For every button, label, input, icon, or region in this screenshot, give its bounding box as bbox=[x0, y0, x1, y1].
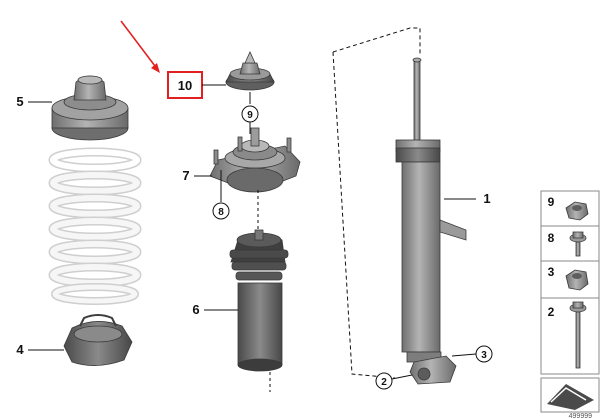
part-4-label: 4 bbox=[16, 342, 24, 357]
coil-spring[interactable] bbox=[48, 147, 142, 305]
part-3-callout[interactable]: 3 bbox=[451, 345, 493, 363]
long-bolt-icon bbox=[569, 301, 587, 369]
flange-bolt-icon bbox=[569, 231, 587, 257]
wrench-pictogram-icon bbox=[540, 377, 600, 413]
part-2-label: 2 bbox=[381, 377, 387, 388]
assembly-outline bbox=[332, 27, 421, 56]
legend-label-8: 8 bbox=[548, 231, 555, 245]
part-6-callout[interactable]: 6 bbox=[192, 302, 238, 317]
legend-label-2: 2 bbox=[548, 305, 555, 319]
part-9-callout[interactable]: 9 bbox=[241, 92, 259, 134]
legend-row-9[interactable]: 9 bbox=[548, 195, 589, 221]
part-1-callout[interactable]: 1 bbox=[444, 191, 491, 206]
hardware-legend: 9 8 3 2 bbox=[540, 190, 600, 413]
part-7-strut-mount[interactable] bbox=[209, 127, 301, 193]
assembly-outline-lower bbox=[332, 51, 396, 379]
part-4-lower-spring-seat[interactable] bbox=[63, 314, 133, 366]
legend-row-8[interactable]: 8 bbox=[548, 231, 587, 257]
legend-label-9: 9 bbox=[548, 195, 555, 209]
part-9-label: 9 bbox=[247, 110, 253, 121]
part-10-highlight-box bbox=[167, 71, 203, 99]
part-6-dust-boot[interactable] bbox=[229, 229, 289, 372]
nut-icon bbox=[565, 269, 589, 291]
part-1-label: 1 bbox=[483, 191, 490, 206]
part-10-top-cap[interactable] bbox=[225, 51, 275, 91]
legend-row-3[interactable]: 3 bbox=[548, 265, 589, 291]
part-7-label: 7 bbox=[182, 168, 189, 183]
part-10-callout[interactable]: 10 bbox=[167, 71, 226, 99]
part-6-label: 6 bbox=[192, 302, 199, 317]
legend-label-3: 3 bbox=[548, 265, 555, 279]
part-7-callout[interactable]: 7 bbox=[182, 168, 212, 183]
part-5-spring-pad[interactable] bbox=[51, 75, 129, 141]
part-10-label: 10 bbox=[178, 78, 192, 93]
diagram-code: 499999 bbox=[569, 413, 592, 419]
legend-row-2[interactable]: 2 bbox=[548, 301, 587, 369]
highlight-arrow bbox=[120, 20, 160, 73]
part-2-callout[interactable]: 2 bbox=[375, 372, 413, 390]
part-8-label: 8 bbox=[218, 207, 224, 218]
nut-icon bbox=[565, 201, 589, 221]
part-8-callout[interactable]: 8 bbox=[212, 170, 230, 220]
part-4-callout[interactable]: 4 bbox=[16, 342, 64, 357]
part-5-callout[interactable]: 5 bbox=[16, 94, 52, 109]
part-5-label: 5 bbox=[16, 94, 23, 109]
part-3-label: 3 bbox=[481, 350, 487, 361]
part-1-shock-absorber[interactable] bbox=[395, 57, 467, 385]
